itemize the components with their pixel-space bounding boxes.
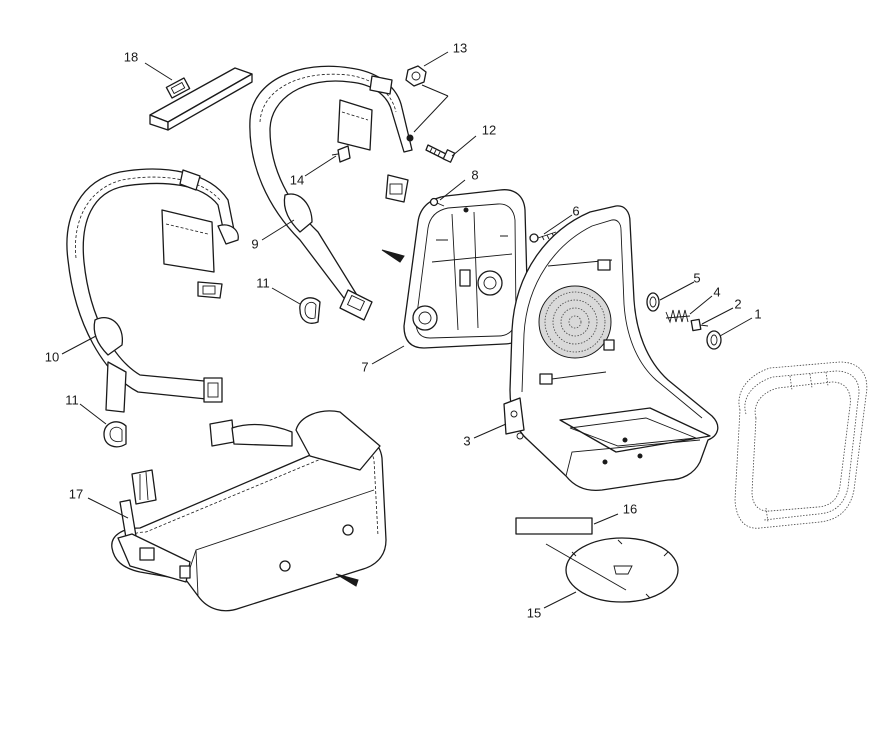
callout-8: 8 — [471, 167, 478, 182]
part-shoulder-strap-right — [249, 65, 414, 321]
part-frame — [503, 205, 719, 492]
part-nut — [405, 65, 427, 87]
callout-10: 10 — [45, 349, 59, 364]
part-rivet — [331, 145, 351, 163]
callout-2: 2 — [734, 296, 741, 311]
callout-16: 16 — [623, 501, 637, 516]
callout-4: 4 — [713, 284, 720, 299]
direction-arrow-backplate — [381, 249, 405, 263]
part-shoulder-strap-left — [66, 168, 239, 413]
part-d-ring-upper — [299, 297, 321, 324]
callout-6: 6 — [572, 203, 579, 218]
part-waist-belt — [111, 410, 387, 612]
leader-lines — [61, 51, 753, 609]
callout-11-upper: 11 — [256, 275, 270, 290]
direction-arrow-belt — [335, 573, 359, 587]
callout-3: 3 — [463, 433, 470, 448]
part-label — [515, 517, 593, 535]
callout-1: 1 — [754, 306, 761, 321]
callout-12: 12 — [482, 122, 496, 137]
callout-11-lower: 11 — [65, 392, 79, 407]
callout-13: 13 — [453, 40, 467, 55]
part-screw-small — [429, 197, 445, 207]
part-knob — [706, 330, 722, 350]
part-spring — [665, 309, 691, 324]
callout-18: 18 — [124, 49, 138, 64]
callout-7: 7 — [361, 359, 368, 374]
callout-17: 17 — [69, 486, 83, 501]
callout-15: 15 — [527, 605, 541, 620]
part-screw — [529, 231, 557, 243]
callout-5: 5 — [693, 270, 700, 285]
part-disc — [565, 537, 679, 603]
part-back-plate — [403, 189, 529, 349]
part-housing-frame — [734, 361, 868, 529]
callout-labels: 18 13 12 14 8 6 9 11 5 4 2 1 10 7 11 3 1… — [45, 40, 762, 620]
callout-14: 14 — [290, 172, 304, 187]
callout-9: 9 — [251, 236, 258, 251]
part-collar — [646, 292, 660, 312]
part-strap-keeper — [149, 67, 253, 131]
part-d-ring-lower — [103, 421, 127, 448]
part-bolt — [425, 144, 456, 163]
part-screw-knob — [690, 318, 709, 332]
